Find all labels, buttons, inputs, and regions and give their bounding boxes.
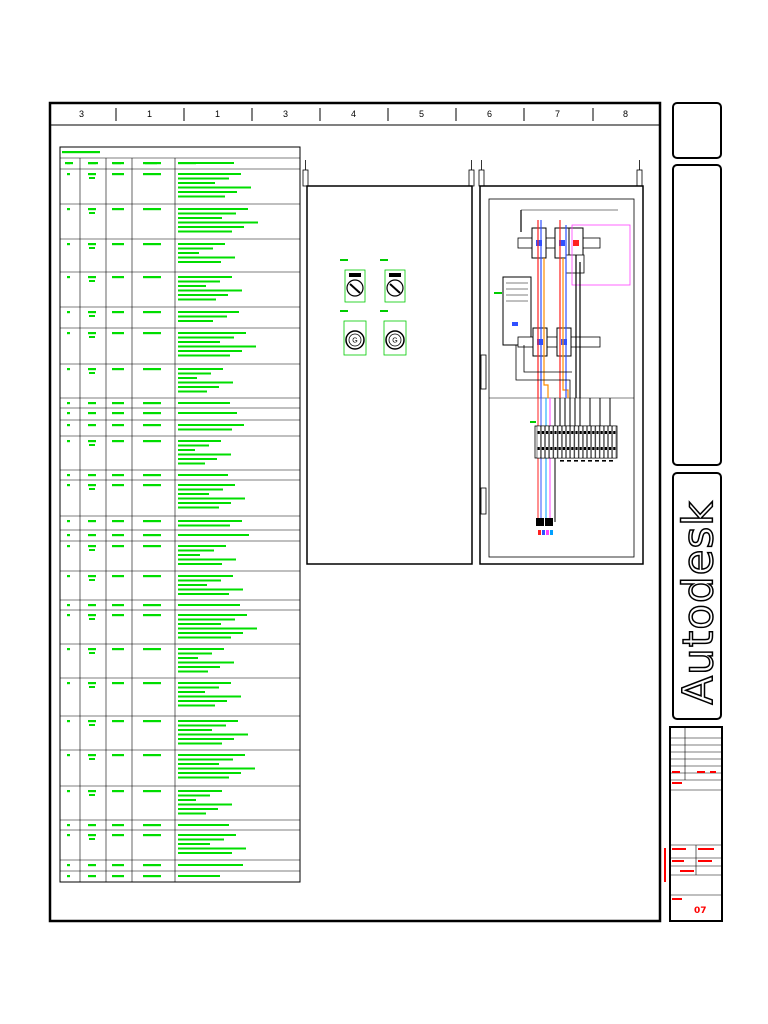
column-number: 6 xyxy=(487,109,493,119)
column-number: 8 xyxy=(623,109,629,119)
column-ticks xyxy=(115,108,594,121)
sheet-number: 07 xyxy=(694,906,707,916)
field-cable-ends xyxy=(536,518,553,535)
column-number: 3 xyxy=(283,109,289,119)
autodesk-logo: Autodesk xyxy=(673,488,724,716)
wiring xyxy=(515,209,618,398)
door-hinge xyxy=(480,354,487,390)
din-rail-top xyxy=(517,227,601,259)
titleblock-info-box xyxy=(669,726,723,922)
column-number: 5 xyxy=(419,109,425,119)
door-latch xyxy=(480,487,487,515)
bill-of-materials-table xyxy=(59,146,301,883)
titleblock-blank-box xyxy=(672,164,722,466)
selector-switches xyxy=(340,259,406,303)
svg-text:G: G xyxy=(352,338,357,345)
pilot-lights: G G xyxy=(340,310,407,356)
column-number: 4 xyxy=(351,109,357,119)
column-number: 1 xyxy=(215,109,221,119)
titleblock-top-box xyxy=(672,102,722,159)
logo-text: Autodesk xyxy=(673,499,724,705)
pilot-light: G xyxy=(340,310,367,356)
front-panel-view xyxy=(306,185,473,565)
lifting-eyes xyxy=(302,160,643,187)
titleblock-red-marks xyxy=(664,771,716,900)
column-number: 1 xyxy=(147,109,153,119)
pilot-light: G xyxy=(380,310,407,356)
titleblock-grid xyxy=(670,727,722,896)
column-number: 3 xyxy=(79,109,85,119)
drawing-border xyxy=(48,101,662,923)
column-number: 7 xyxy=(555,109,561,119)
svg-text:G: G xyxy=(392,338,397,345)
selector-switch xyxy=(340,259,366,303)
terminal-strip xyxy=(530,421,618,462)
titleblock-brand-box xyxy=(672,472,722,720)
selector-switch xyxy=(380,259,406,303)
enclosure-view xyxy=(479,185,644,565)
power-supply xyxy=(494,276,532,346)
